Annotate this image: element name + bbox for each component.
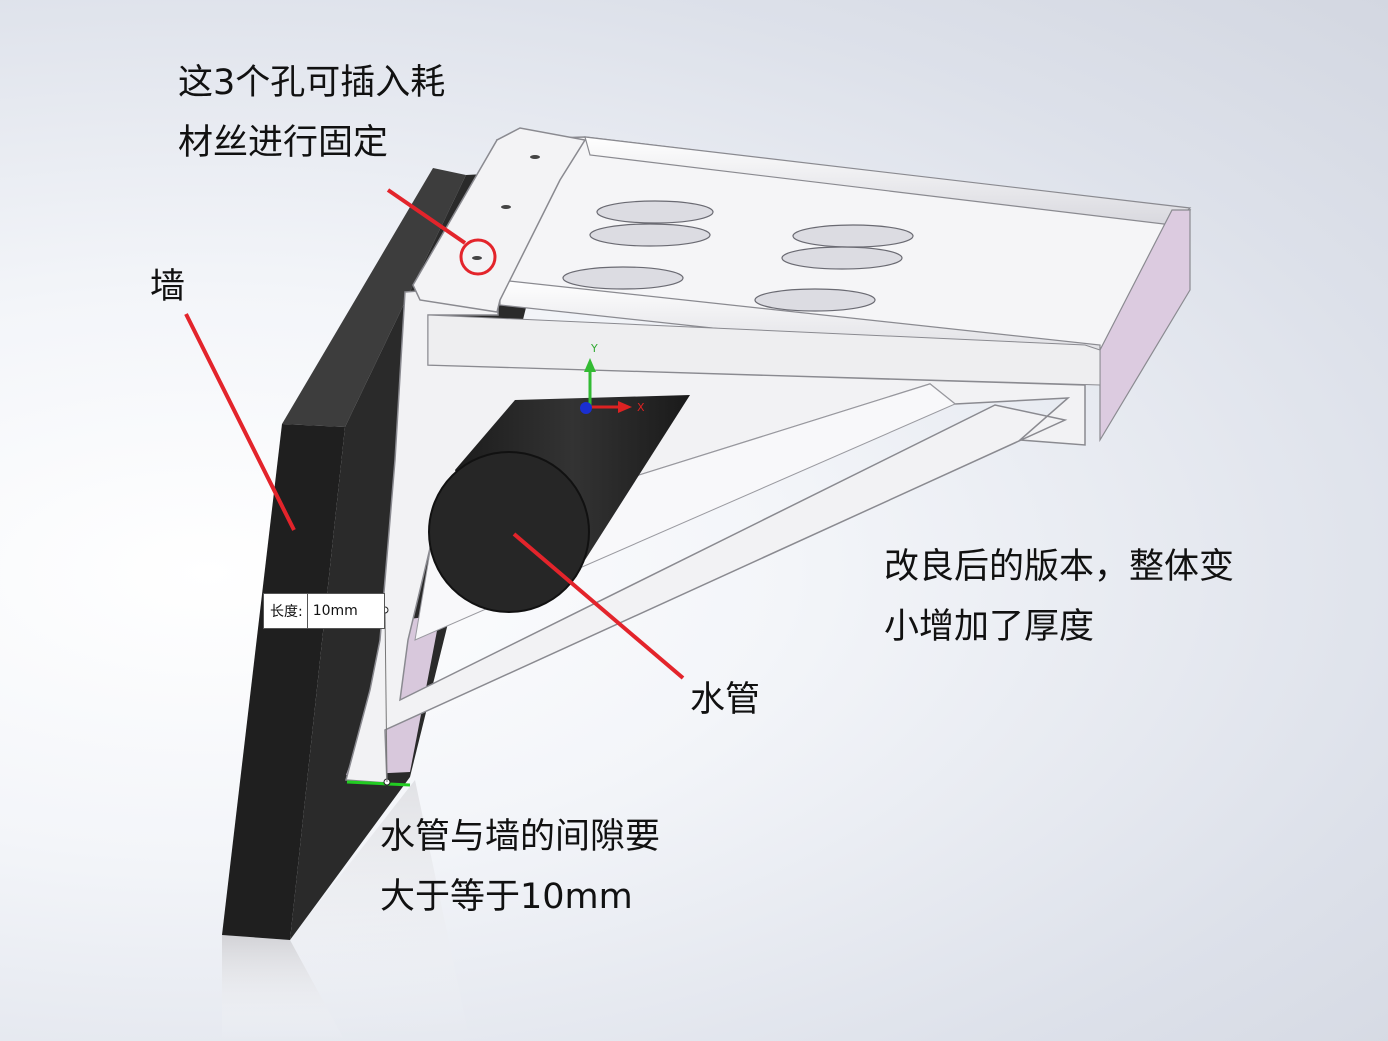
pipe-leader-line bbox=[512, 532, 685, 680]
holes-note-line-1: 这3个孔可插入耗 bbox=[178, 63, 446, 103]
wall-label: 墙 bbox=[150, 267, 186, 307]
triad-y-label: Y bbox=[590, 342, 598, 355]
holes-note-line-2: 材丝进行固定 bbox=[178, 123, 389, 163]
dimension-measure[interactable] bbox=[346, 606, 411, 787]
improved-note-line-1: 改良后的版本，整体变 bbox=[884, 547, 1235, 587]
holes-note: 这3个孔可插入耗 材丝进行固定 bbox=[178, 53, 445, 173]
wall-reflection bbox=[222, 780, 470, 1041]
filament-hole-1 bbox=[530, 155, 540, 159]
triad-x-label: X bbox=[637, 401, 645, 414]
gap-note-line-1: 水管与墙的间隙要 bbox=[380, 817, 661, 857]
water-pipe[interactable] bbox=[428, 395, 690, 613]
dimension-value-field[interactable]: 10mm bbox=[307, 594, 384, 628]
shelf-plate[interactable] bbox=[412, 127, 1192, 443]
improved-note: 改良后的版本，整体变 小增加了厚度 bbox=[884, 537, 1234, 657]
annotation-lines bbox=[184, 188, 685, 680]
dimension-label: 长度: bbox=[264, 594, 308, 628]
gap-note: 水管与墙的间隙要 大于等于10mm bbox=[380, 807, 660, 927]
hole-highlight-circle bbox=[459, 238, 497, 276]
filament-hole-3 bbox=[472, 256, 482, 260]
holes-leader-line bbox=[386, 188, 467, 245]
coordinate-triad: Y X bbox=[580, 342, 645, 414]
wall-leader-line bbox=[184, 313, 296, 531]
improved-note-line-2: 小增加了厚度 bbox=[884, 607, 1095, 647]
filament-hole-2 bbox=[501, 205, 511, 209]
pipe-label: 水管 bbox=[690, 680, 761, 720]
dimension-input-box[interactable]: 长度: 10mm bbox=[263, 593, 385, 629]
shelf-slots bbox=[562, 200, 914, 312]
gap-note-line-2: 大于等于10mm bbox=[380, 877, 633, 917]
